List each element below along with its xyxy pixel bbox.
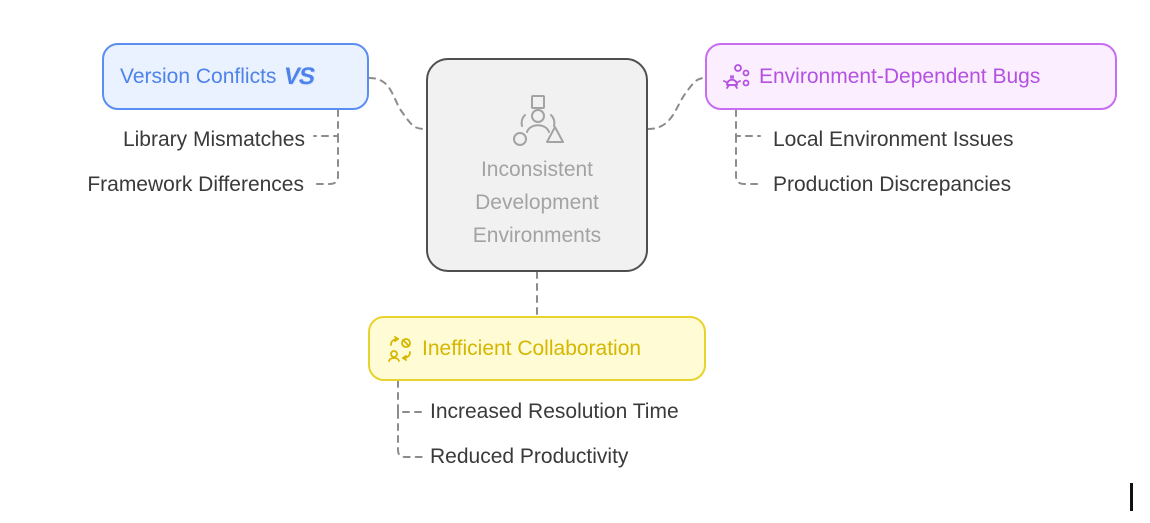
environment-dependent-bugs-label: Environment-Dependent Bugs — [759, 65, 1041, 88]
local-environment-issues-label: Local Environment Issues — [773, 128, 1014, 151]
inefficient-collaboration-label: Inefficient Collaboration — [422, 337, 642, 360]
increased-resolution-time-label: Increased Resolution Time — [430, 400, 679, 423]
version-conflicts-label: Version Conflicts — [120, 65, 277, 88]
branch-inefficient-collaboration[interactable]: Inefficient Collaboration — [368, 316, 706, 381]
bugs-icon — [723, 63, 750, 89]
central-topic-card: Inconsistent Development Environments — [426, 58, 648, 272]
framework-differences-label: Framework Differences — [87, 173, 304, 196]
collaboration-icon — [388, 335, 411, 362]
text-cursor — [1130, 483, 1133, 511]
library-mismatches-label: Library Mismatches — [122, 128, 305, 151]
vs-icon: VS — [282, 62, 317, 90]
central-topic-title: Inconsistent Development Environments — [472, 158, 602, 247]
branch-environment-dependent-bugs[interactable]: Environment-Dependent Bugs — [705, 43, 1117, 110]
reduced-productivity-label: Reduced Productivity — [430, 445, 629, 468]
people-shapes-icon — [513, 95, 564, 146]
branch-version-conflicts[interactable]: Version Conflicts VS — [102, 43, 369, 110]
production-discrepancies-label: Production Discrepancies — [773, 173, 1012, 196]
